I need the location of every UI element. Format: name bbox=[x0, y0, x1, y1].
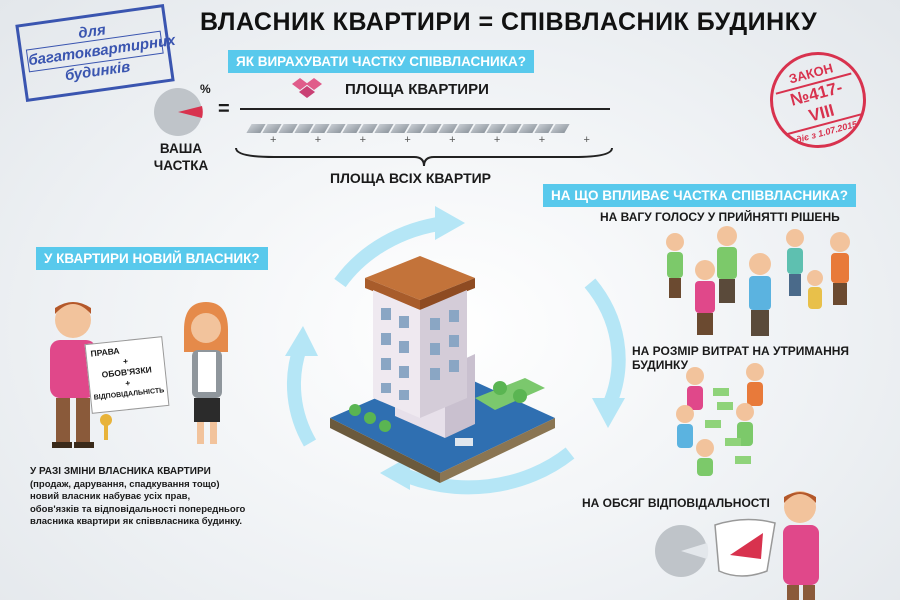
man-holding-keys-icon bbox=[50, 302, 96, 448]
owner-text-line-1: У РАЗІ ЗМІНИ ВЛАСНИКА КВАРТИРИ bbox=[30, 466, 211, 477]
numerator-label: ПЛОЩА КВАРТИРИ bbox=[345, 81, 489, 98]
voting-crowd-icon bbox=[666, 226, 850, 336]
influence-banner: НА ЩО ВПЛИВАЄ ЧАСТКА СПІВВЛАСНИКА? bbox=[543, 184, 857, 207]
plus-sign: + bbox=[449, 134, 456, 146]
cycle-arrows-icon bbox=[285, 206, 626, 495]
apartment-building-icon bbox=[330, 256, 555, 483]
plus-sign: + bbox=[583, 134, 590, 146]
influence-responsibility: НА ОБСЯГ ВІДПОВІДАЛЬНОСТІ bbox=[582, 496, 770, 510]
keys-icon bbox=[100, 414, 112, 440]
apartment-cubes-icon bbox=[292, 78, 322, 98]
curly-brace-icon bbox=[235, 147, 613, 167]
share-label-line-1: ВАША bbox=[159, 141, 203, 156]
influence-maintenance: НА РОЗМІР ВИТРАТ НА УТРИМАННЯ БУДИНКУ bbox=[632, 344, 850, 372]
new-owner-banner: У КВАРТИРИ НОВИЙ ВЛАСНИК? bbox=[36, 247, 268, 270]
plus-sign: + bbox=[359, 134, 366, 146]
man-with-share-bag-icon bbox=[714, 491, 819, 600]
rights-document: ПРАВА + ОБОВ'ЯЗКИ + ВІДПОВІДАЛЬНІСТЬ bbox=[84, 336, 170, 414]
owner-text-line-5: власника квартири як співвласника будинк… bbox=[30, 516, 243, 527]
share-pie-icon bbox=[154, 88, 203, 136]
influence-voting: НА ВАГУ ГОЛОСУ У ПРИЙНЯТТІ РІШЕНЬ bbox=[600, 210, 840, 224]
plus-sign: + bbox=[404, 134, 411, 146]
your-share-label: ВАША ЧАСТКА bbox=[150, 140, 212, 174]
plus-sign: + bbox=[270, 134, 277, 146]
owner-text-line-4: обов'язків та відповідальності попереднь… bbox=[30, 503, 246, 515]
equals-sign: = bbox=[218, 98, 230, 120]
money-crowd-icon bbox=[676, 363, 764, 476]
denominator-label: ПЛОЩА ВСІХ КВАРТИР bbox=[330, 170, 492, 186]
plus-row: + + + + + + + + bbox=[270, 134, 590, 146]
percent-sign: % bbox=[200, 82, 211, 96]
law-stamp: ЗАКОН №417-VIII діє з 1.07.2015 bbox=[759, 41, 877, 159]
owner-text-line-3: новий власник набуває усіх прав, bbox=[30, 491, 191, 502]
plus-sign: + bbox=[314, 134, 322, 146]
share-label-line-2: ЧАСТКА bbox=[153, 158, 209, 173]
woman-icon bbox=[184, 302, 228, 444]
owner-text-line-2: (продаж, дарування, спадкування тощо) bbox=[30, 478, 220, 490]
plus-sign: + bbox=[493, 134, 501, 146]
owner-change-text: У РАЗІ ЗМІНИ ВЛАСНИКА КВАРТИРИ (продаж, … bbox=[30, 466, 330, 529]
fraction-line bbox=[240, 108, 610, 110]
formula-banner: ЯК ВИРАХУВАТИ ЧАСТКУ СПІВВЛАСНИКА? bbox=[228, 50, 534, 73]
plus-sign: + bbox=[538, 134, 546, 146]
page-title: ВЛАСНИК КВАРТИРИ = СПІВВЛАСНИК БУДИНКУ bbox=[200, 8, 818, 36]
responsibility-pie-icon bbox=[655, 525, 709, 577]
